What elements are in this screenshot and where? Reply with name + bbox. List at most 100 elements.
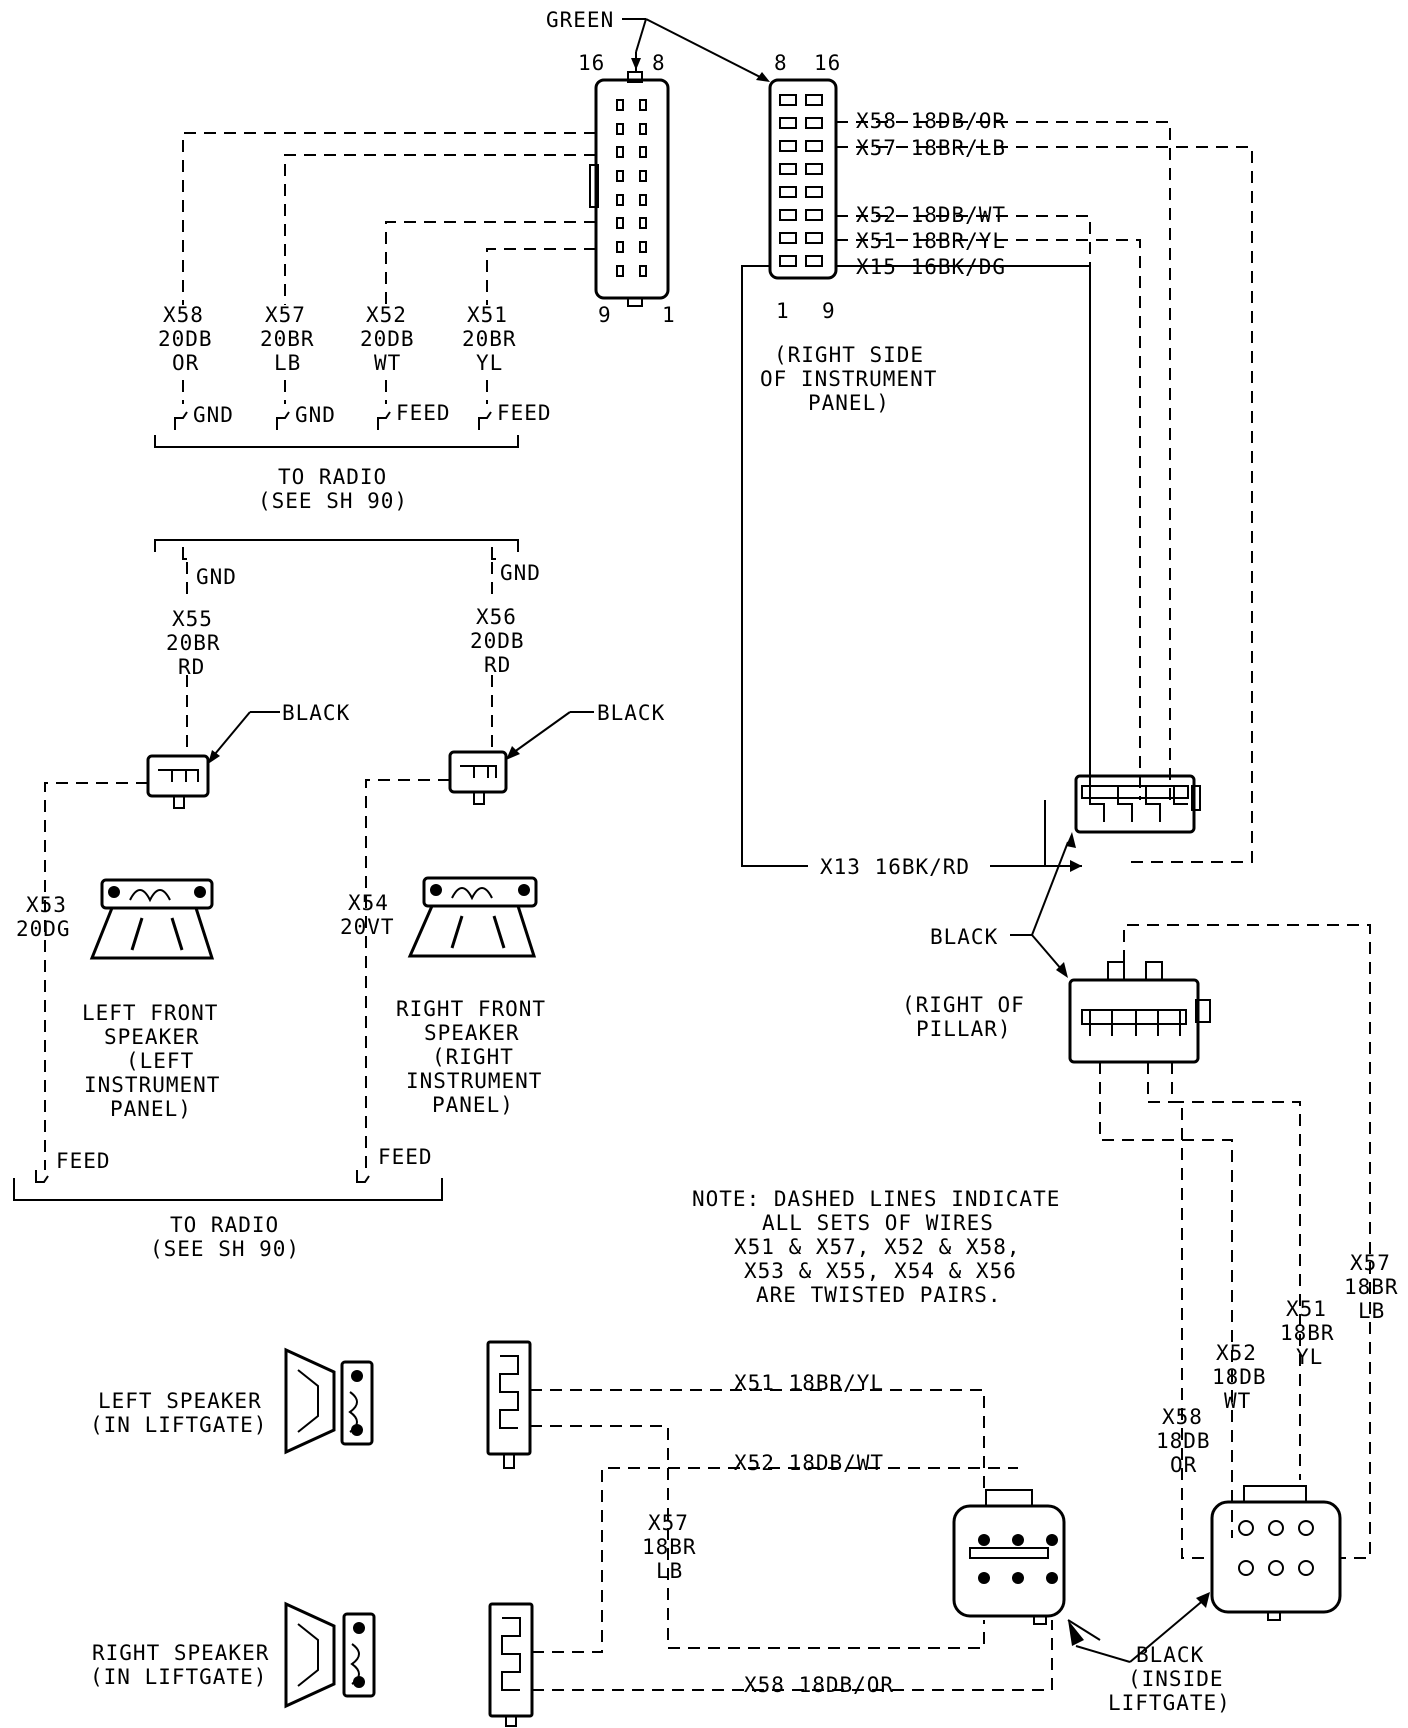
front-wire-0-l1: X55 [172,607,213,631]
front-wire-0-l3: RD [178,655,205,679]
gnd-label-1: GND [193,403,234,427]
liftgate-right-connector [488,1602,534,1727]
black-label-2: BLACK [597,701,665,725]
vwire-1-l1: X51 [1286,1297,1327,1321]
black-label-1: BLACK [282,701,350,725]
pin9-right: 9 [822,299,836,323]
rf-speaker-icon [407,876,538,958]
vwire-2-l3: WT [1224,1389,1251,1413]
side-wire-1-l2: 20VT [340,915,395,939]
side-wire-1-l1: X54 [348,891,389,915]
wire-label-x58: X58 18DB/OR [856,109,1006,133]
radio-wire-1-l1: X57 [265,303,306,327]
side-wire-0-l2: 20DG [16,917,71,941]
right-pillar-l1: (RIGHT OF [902,993,1025,1017]
right-liftgate-l1: RIGHT SPEAKER [92,1641,269,1665]
pin8-left: 8 [652,51,666,75]
to-radio-2a: TO RADIO [170,1213,279,1237]
right-liftgate-speaker-icon [284,1601,376,1709]
lf-speaker-connector [146,754,210,809]
vwire-2-l1: X52 [1216,1341,1257,1365]
radio-wire-2-l1: X52 [366,303,407,327]
liftgate-6pin-connector-right [1210,1485,1342,1621]
wire-label-x52: X52 18DB/WT [856,203,1006,227]
instrument-panel-wire-paths [741,121,1253,872]
pin16-left: 16 [578,51,605,75]
left-liftgate-l2: (IN LIFTGATE) [90,1413,267,1437]
to-radio-1b: (SEE SH 90) [258,489,408,513]
rf-speaker-l5: PANEL) [432,1093,514,1117]
instrument-panel-connector-16pin [768,78,838,280]
right-pillar-l2: PILLAR) [916,1017,1012,1041]
feed-label-1: FEED [396,401,451,425]
feed-label-4: FEED [378,1145,433,1169]
note-l2: ALL SETS OF WIRES [762,1211,994,1235]
right-liftgate-l2: (IN LIFTGATE) [90,1665,267,1689]
front-wire-0-l2: 20BR [166,631,221,655]
pin16-right: 16 [814,51,841,75]
note-l1: NOTE: DASHED LINES INDICATE [692,1187,1060,1211]
vwire-4-l1: X57 [648,1511,689,1535]
to-radio-2b: (SEE SH 90) [150,1237,300,1261]
liftgate-wire-x52: X52 18DB/WT [734,1451,884,1475]
vwire-4-l2: 18BR [642,1535,697,1559]
note-l5: ARE TWISTED PAIRS. [756,1283,1002,1307]
lf-speaker-l4: INSTRUMENT [84,1073,220,1097]
radio-wire-1-l2: 20BR [260,327,315,351]
note-l3: X51 & X57, X52 & X58, [734,1235,1021,1259]
liftgate-left-connector [486,1340,532,1469]
front-wire-1-l1: X56 [476,605,517,629]
pillar-wire-paths [1099,924,1371,1559]
radio-wire-0-l3: OR [172,351,199,375]
vwire-3-l2: 18DB [1156,1429,1211,1453]
wire-label-x15: X15 16BK/DG [856,255,1006,279]
liftgate-wire-x51: X51 18BR/YL [734,1371,884,1395]
lf-speaker-l3: (LEFT [126,1049,194,1073]
gnd-label-2: GND [295,403,336,427]
feed-label-2: FEED [497,401,552,425]
wire-label-x51: X51 18BR/YL [856,229,1006,253]
pin1-right: 1 [776,299,790,323]
radio-wire-3-l3: YL [476,351,503,375]
vwire-3-l3: OR [1170,1453,1197,1477]
rf-speaker-connector [448,750,508,805]
gnd-label-4: GND [500,561,541,585]
lf-speaker-icon [89,878,215,960]
vwire-0-l3: LB [1358,1299,1385,1323]
radio-wire-0-l2: 20DB [158,327,213,351]
vwire-4-l3: LB [656,1559,683,1583]
black-inside-l2: (INSIDE [1128,1667,1224,1691]
front-wire-1-l2: 20DB [470,629,525,653]
left-liftgate-speaker-icon [284,1347,374,1455]
right-side-label-1: (RIGHT SIDE [774,343,924,367]
connector-upper-right [1074,774,1201,834]
wire-label-x13: X13 16BK/RD [820,855,970,879]
connector-right-pillar [1068,961,1211,1064]
vwire-0-l1: X57 [1350,1251,1391,1275]
lf-speaker-l1: LEFT FRONT [82,1001,218,1025]
feed-label-3: FEED [56,1149,111,1173]
black-inside-l3: LIFTGATE) [1108,1691,1231,1715]
front-speaker-wire-paths [13,539,519,1201]
liftgate-6pin-connector-left [952,1489,1066,1625]
radio-wire-2-l2: 20DB [360,327,415,351]
radio-connector-16pin [589,52,670,307]
left-liftgate-l1: LEFT SPEAKER [98,1389,262,1413]
radio-wire-2-l3: WT [374,351,401,375]
radio-wire-3-l1: X51 [467,303,508,327]
radio-wire-3-l2: 20BR [462,327,517,351]
vwire-3-l1: X58 [1162,1405,1203,1429]
green-label: GREEN [546,8,614,32]
to-radio-1a: TO RADIO [278,465,387,489]
wire-label-x57: X57 18BR/LB [856,136,1006,160]
liftgate-wire-x58: X58 18DB/OR [744,1673,894,1697]
rf-speaker-l3: (RIGHT [432,1045,514,1069]
radio-wire-1-l3: LB [274,351,301,375]
pin9-left: 9 [598,303,612,327]
rf-speaker-l4: INSTRUMENT [406,1069,542,1093]
side-wire-0-l1: X53 [26,893,67,917]
pin1-left: 1 [662,303,676,327]
black-label-3: BLACK [930,925,998,949]
rf-speaker-l2: SPEAKER [424,1021,520,1045]
